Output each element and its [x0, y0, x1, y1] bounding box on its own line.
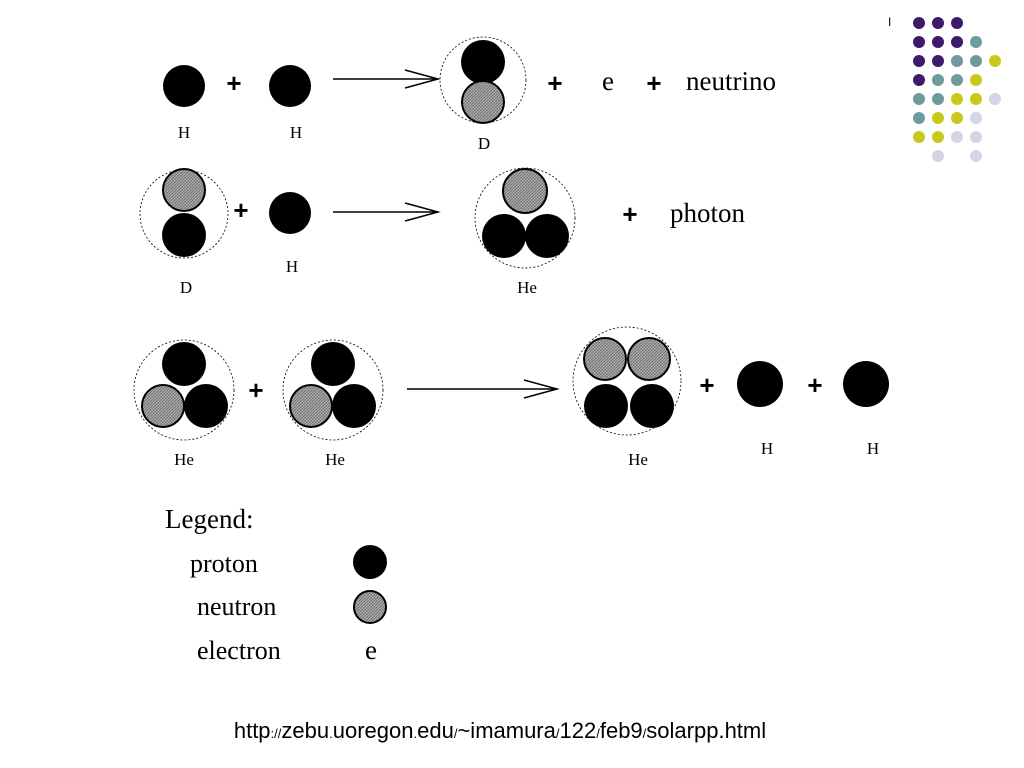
proton-icon — [843, 361, 889, 407]
label-he: He — [174, 450, 194, 469]
proton-icon — [353, 545, 387, 579]
helium3-nucleus-icon — [133, 339, 235, 441]
label-d: D — [180, 278, 192, 297]
label-he: He — [628, 450, 648, 469]
label-h: H — [178, 123, 190, 142]
helium3-nucleus-icon — [474, 167, 576, 269]
deuterium-nucleus-icon — [139, 168, 229, 259]
legend: Legend: proton neutron electron e — [165, 504, 387, 665]
reaction-row-2: D + H He + photon — [139, 167, 746, 297]
source-url[interactable]: http://zebu.uoregon.edu/~imamura/122/feb… — [233, 718, 767, 743]
label-h: H — [761, 439, 773, 458]
helium3-nucleus-icon — [282, 339, 384, 441]
label-he: He — [325, 450, 345, 469]
label-he: He — [517, 278, 537, 297]
plus-sign: + — [646, 68, 661, 98]
legend-title: Legend: — [165, 504, 253, 534]
label-d: D — [478, 134, 490, 153]
label-h: H — [286, 257, 298, 276]
arrow-icon — [333, 69, 441, 89]
legend-electron-label: electron — [197, 636, 281, 665]
electron-symbol: e — [602, 66, 614, 96]
plus-sign: + — [233, 195, 248, 225]
deuterium-nucleus-icon — [439, 36, 527, 124]
label-h: H — [867, 439, 879, 458]
label-h: H — [290, 123, 302, 142]
legend-neutron-label: neutron — [197, 592, 276, 621]
plus-sign: + — [699, 370, 714, 400]
arrow-icon — [407, 379, 560, 399]
proton-icon — [163, 65, 205, 107]
proton-icon — [269, 192, 311, 234]
reaction-row-1: H + H D + e + neutrino — [163, 36, 776, 153]
plus-sign: + — [248, 375, 263, 405]
legend-proton-label: proton — [190, 549, 258, 578]
photon-label: photon — [670, 198, 746, 228]
decorative-dot-grid: I — [888, 15, 1001, 162]
neutrino-label: neutrino — [686, 66, 776, 96]
legend-electron-symbol: e — [365, 635, 377, 665]
reaction-row-3: He + He He + H + H — [133, 326, 889, 469]
helium4-nucleus-icon — [572, 326, 682, 436]
plus-sign: + — [547, 68, 562, 98]
arrow-icon — [333, 202, 441, 222]
plus-sign: + — [622, 199, 637, 229]
proton-icon — [269, 65, 311, 107]
slide-marker: I — [888, 15, 891, 29]
neutron-icon — [353, 590, 387, 624]
plus-sign: + — [226, 68, 241, 98]
plus-sign: + — [807, 370, 822, 400]
proton-icon — [737, 361, 783, 407]
